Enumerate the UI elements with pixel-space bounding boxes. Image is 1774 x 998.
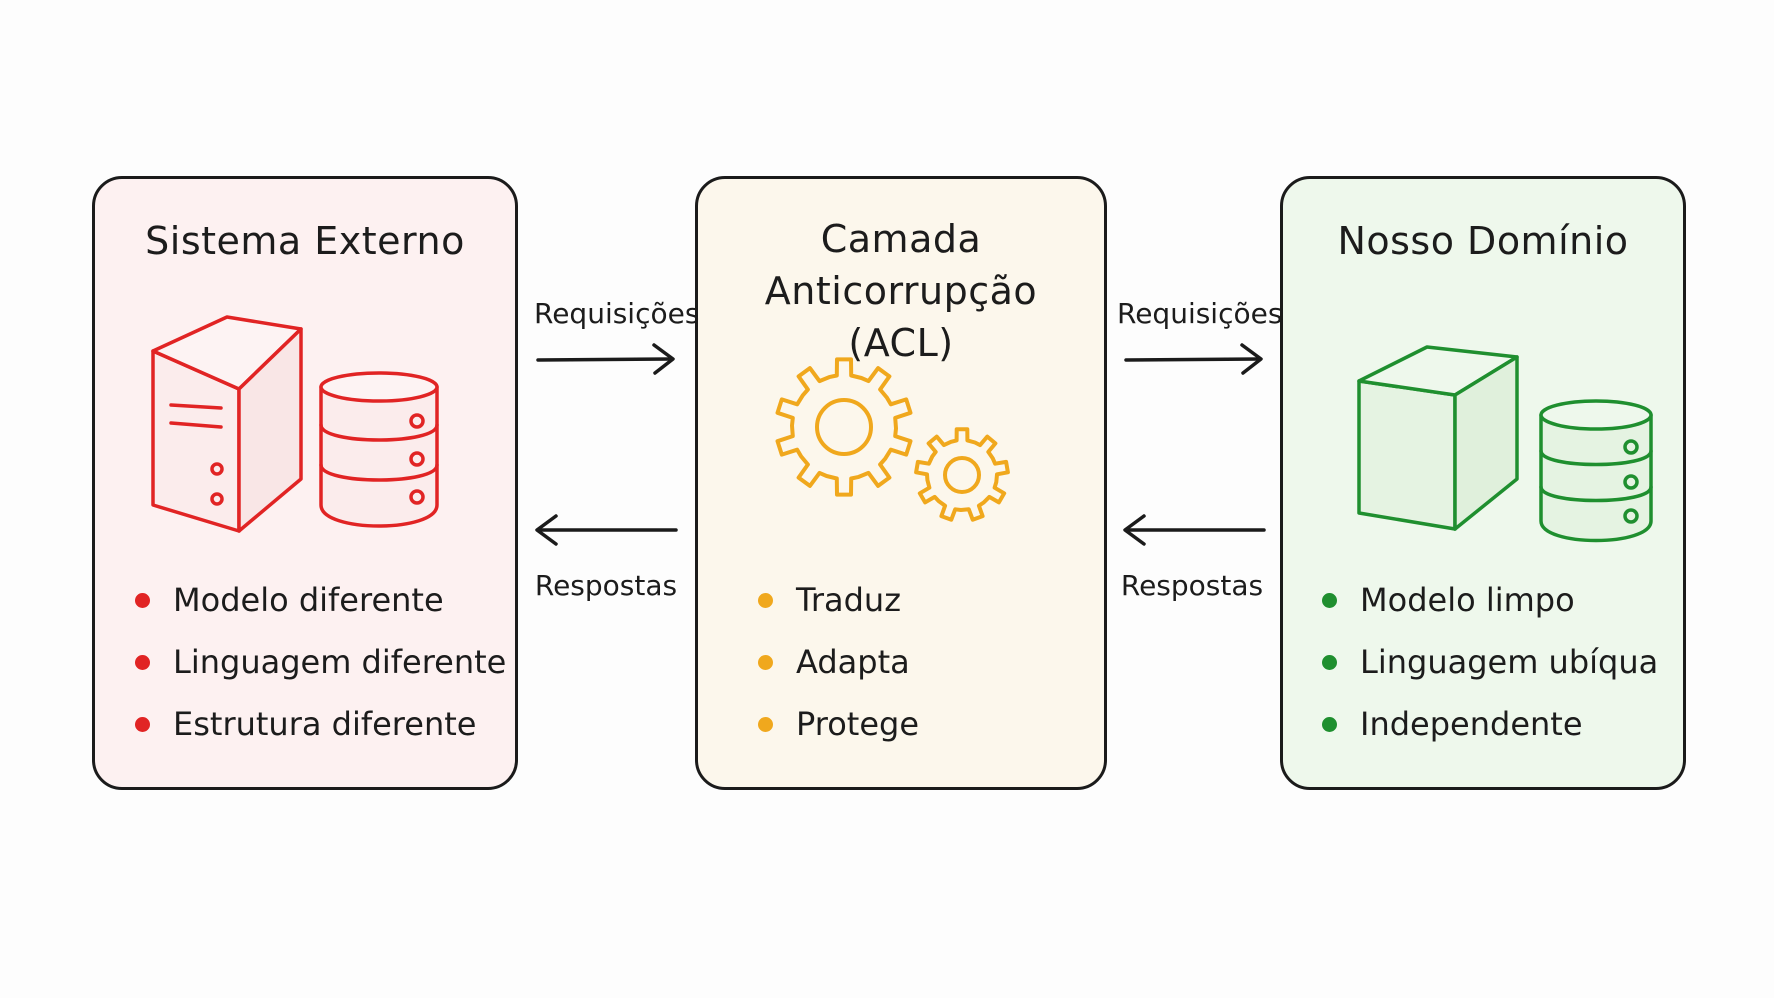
bullet-dot — [758, 655, 773, 670]
domain-panel: Nosso Domínio Modelo limpo Linguagem ubí… — [1280, 176, 1686, 790]
external-system-title: Sistema Externo — [145, 219, 465, 263]
gear-small-icon — [914, 427, 1010, 522]
right-request-label: Requisições — [1117, 297, 1283, 330]
bullet-dot — [758, 717, 773, 732]
gears-illustration — [775, 357, 1010, 522]
gear-icon — [775, 357, 913, 497]
acl-panel: Camada Anticorrupção (ACL) Traduz Adapta… — [695, 176, 1107, 790]
acl-title-line-1: Camada Anticorrupção — [764, 217, 1038, 313]
cube-icon — [1357, 345, 1519, 531]
left-request-label: Requisições — [534, 297, 700, 330]
database-icon — [319, 371, 439, 528]
left-response-label: Respostas — [534, 569, 678, 602]
bullet-dot — [1322, 717, 1337, 732]
bullet-dot — [1322, 593, 1337, 608]
bullet-dot — [758, 593, 773, 608]
acl-title: Camada Anticorrupção (ACL) — [698, 213, 1104, 369]
left-request-arrow — [536, 343, 675, 375]
external-system-panel: Sistema Externo Modelo diferente Linguag… — [92, 176, 518, 790]
database-icon — [1539, 399, 1653, 543]
left-response-arrow — [535, 514, 678, 546]
right-response-arrow — [1123, 514, 1266, 546]
right-response-label: Respostas — [1120, 569, 1264, 602]
bullet-dot — [1322, 655, 1337, 670]
right-request-arrow — [1124, 343, 1263, 375]
server-icon — [151, 315, 303, 533]
bullet-dot — [135, 717, 150, 732]
acl-title-line-2: (ACL) — [848, 321, 954, 365]
domain-title: Nosso Domínio — [1337, 219, 1629, 263]
bullet-dot — [135, 655, 150, 670]
bullet-dot — [135, 593, 150, 608]
